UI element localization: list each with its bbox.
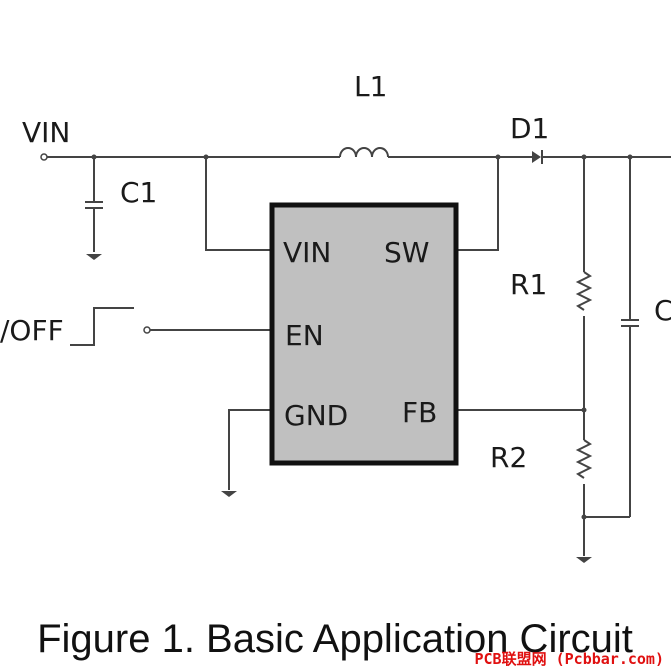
resistor-r2 bbox=[575, 439, 593, 479]
r2-label: R2 bbox=[490, 441, 527, 474]
ground-icon bbox=[221, 491, 237, 497]
d1-label: D1 bbox=[510, 112, 549, 145]
ic-body bbox=[269, 202, 459, 466]
resistor-r1 bbox=[575, 271, 593, 311]
enable-step-icon bbox=[70, 307, 134, 346]
inductor-l1 bbox=[339, 147, 389, 158]
c1-label: C1 bbox=[120, 176, 157, 209]
capacitor-c1 bbox=[85, 157, 103, 252]
c-out-label: C bbox=[654, 294, 671, 327]
gnd-pin-wire bbox=[228, 409, 272, 490]
ic-pin-fb: FB bbox=[402, 396, 437, 429]
figure-caption: Figure 1. Basic Application Circuit bbox=[37, 617, 633, 661]
en-terminal bbox=[143, 326, 151, 334]
diode-d1 bbox=[532, 150, 543, 164]
capacitor-out bbox=[621, 157, 639, 517]
ground-icon bbox=[86, 254, 102, 260]
ic-pin-sw: SW bbox=[384, 236, 429, 269]
ic-pin-vin: VIN bbox=[283, 236, 331, 269]
en-control-label: /OFF bbox=[0, 314, 64, 347]
l1-label: L1 bbox=[354, 70, 387, 103]
vin-label: VIN bbox=[22, 116, 70, 149]
ic-pin-gnd: GND bbox=[284, 399, 348, 432]
r1-label: R1 bbox=[510, 268, 547, 301]
ic-pin-en: EN bbox=[285, 319, 324, 352]
watermark: PCB联盟网 (Pcbbar.com) bbox=[475, 650, 665, 668]
vin-pin-wire bbox=[205, 157, 272, 251]
vin-terminal bbox=[40, 153, 48, 161]
ground-icon bbox=[576, 557, 592, 563]
sw-pin-wire bbox=[456, 157, 499, 251]
